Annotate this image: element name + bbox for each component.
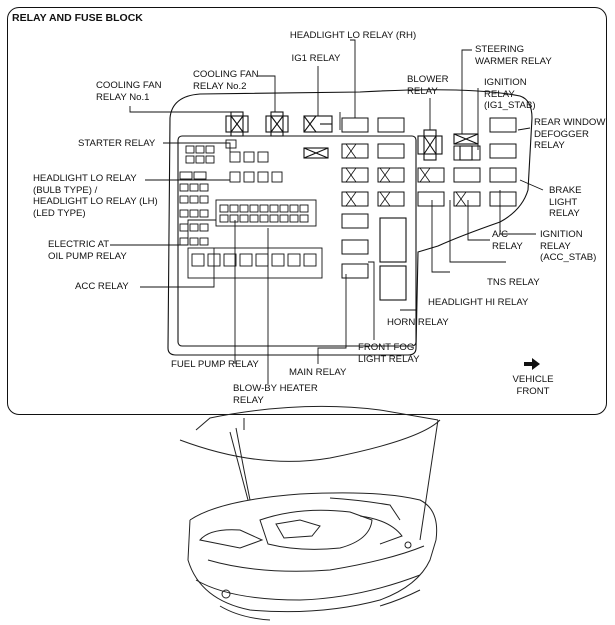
label-rear-window-defogger-relay: REAR WINDOW DEFOGGER RELAY	[534, 117, 606, 151]
label-ignition-relay-acc-stab: IGNITION RELAY (ACC_STAB)	[540, 229, 597, 263]
label-electric-at-oil-pump-relay: ELECTRIC AT OIL PUMP RELAY	[48, 239, 127, 262]
relay-steering-warmer	[453, 133, 479, 161]
label-blower-relay: BLOWER RELAY	[407, 74, 449, 97]
label-cooling-fan-relay-no1: COOLING FAN RELAY No.1	[96, 80, 162, 103]
label-acc-relay: ACC RELAY	[75, 281, 129, 292]
relay-cooling-fan-no1	[225, 111, 249, 137]
diagram-title: RELAY AND FUSE BLOCK	[12, 12, 143, 24]
label-horn-relay: HORN RELAY	[387, 317, 449, 328]
label-starter-relay: STARTER RELAY	[78, 138, 156, 149]
label-ac-relay: A/C RELAY	[492, 229, 523, 252]
block-outline	[167, 89, 533, 356]
label-ignition-relay-ig1-stab: IGNITION RELAY (IG1_STAB)	[484, 77, 536, 111]
relay-ig1	[303, 115, 333, 133]
label-brake-light-relay: BRAKE LIGHT RELAY	[549, 185, 582, 219]
label-front-fog-light-relay: FRONT FOG LIGHT RELAY	[358, 342, 420, 365]
relay-grid	[341, 117, 517, 279]
relay-blower	[417, 129, 443, 161]
label-fuel-pump-relay: FUEL PUMP RELAY	[171, 359, 259, 370]
label-cooling-fan-relay-no2: COOLING FAN RELAY No.2	[193, 69, 259, 92]
label-headlight-hi-relay: HEADLIGHT HI RELAY	[428, 297, 529, 308]
label-headlight-lo-relay-bulb-led: HEADLIGHT LO RELAY (BULB TYPE) / HEADLIG…	[33, 173, 158, 219]
label-blow-by-heater-relay: BLOW-BY HEATER RELAY	[233, 383, 318, 406]
inner-panel	[177, 135, 417, 347]
label-vehicle-front: VEHICLE FRONT	[512, 374, 554, 397]
car-illustration	[179, 405, 441, 621]
label-ig1-relay: IG1 RELAY	[291, 53, 341, 64]
relay-starter	[303, 147, 329, 159]
label-steering-warmer-relay: STEERING WARMER RELAY	[475, 44, 552, 67]
relay-cooling-fan-no2	[265, 111, 289, 137]
right-arrow-icon	[524, 358, 540, 370]
label-main-relay: MAIN RELAY	[289, 367, 347, 378]
label-headlight-lo-relay-rh: HEADLIGHT LO RELAY (RH)	[289, 30, 417, 41]
diagram-frame	[7, 7, 607, 415]
label-tns-relay: TNS RELAY	[487, 277, 540, 288]
